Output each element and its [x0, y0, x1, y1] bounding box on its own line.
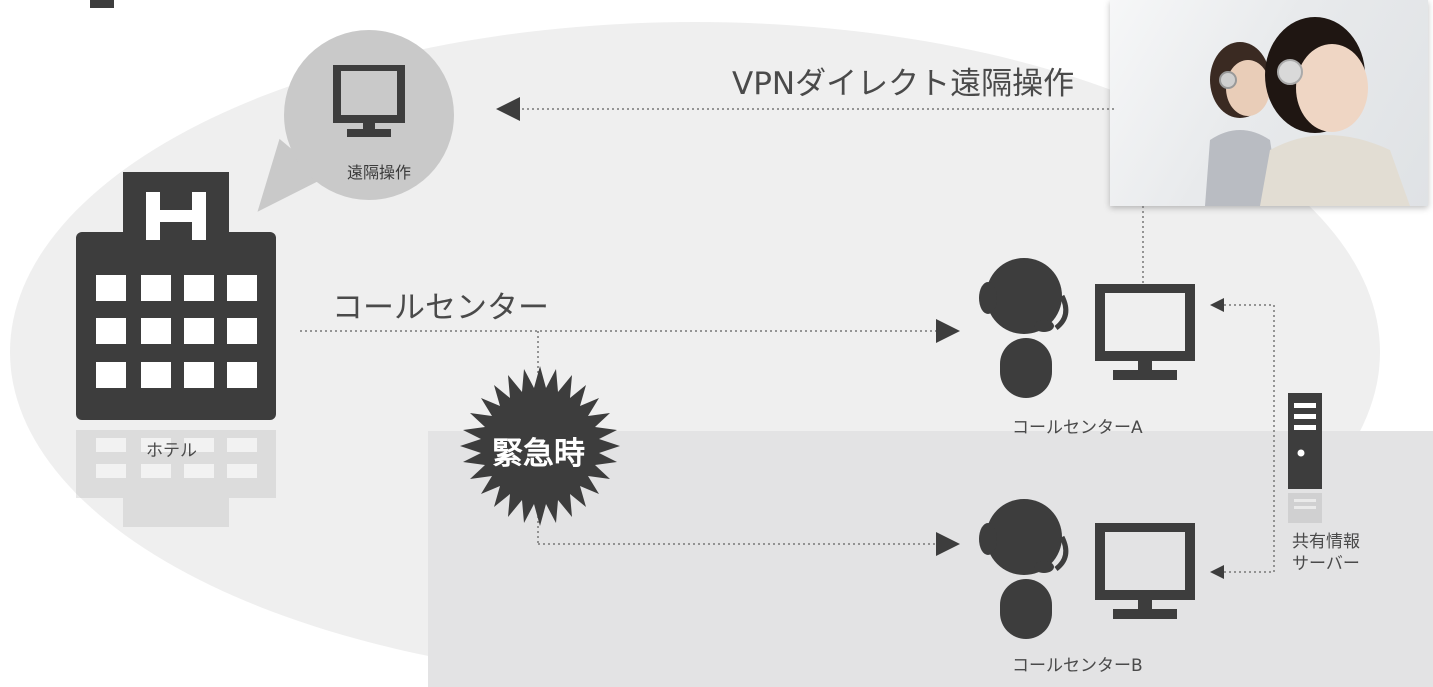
operator-a-icon: [979, 258, 1069, 398]
emergency-burst-icon: [460, 366, 620, 526]
callcenter-connectors: [300, 319, 960, 544]
server-label-line1: 共有情報: [1292, 532, 1360, 552]
hotel-building-icon: [76, 172, 276, 527]
monitor-b-icon: [1095, 523, 1195, 619]
center-a-label: コールセンターA: [1012, 418, 1143, 438]
monitor-a-icon: [1095, 284, 1195, 380]
server-connectors: [1210, 298, 1275, 579]
bubble-label: 遠隔操作: [347, 163, 412, 182]
photo-connector: [1142, 206, 1144, 296]
hotel-label: ホテル: [146, 441, 197, 461]
vpn-arrow: [496, 97, 1114, 121]
emergency-arrow: [538, 532, 960, 556]
monitor-icon: [333, 65, 405, 137]
center-b-label: コールセンターB: [1012, 656, 1143, 676]
server-label-line2: サーバー: [1292, 554, 1360, 574]
vpn-label: VPNダイレクト遠隔操作: [732, 66, 1075, 102]
operators-photo: [1110, 0, 1428, 206]
server-icon: [1288, 393, 1322, 523]
operator-b-icon: [979, 499, 1069, 639]
top-mark: [90, 0, 114, 8]
emergency-label: 緊急時: [492, 436, 585, 472]
callcenter-line-label: コールセンター: [332, 290, 549, 326]
